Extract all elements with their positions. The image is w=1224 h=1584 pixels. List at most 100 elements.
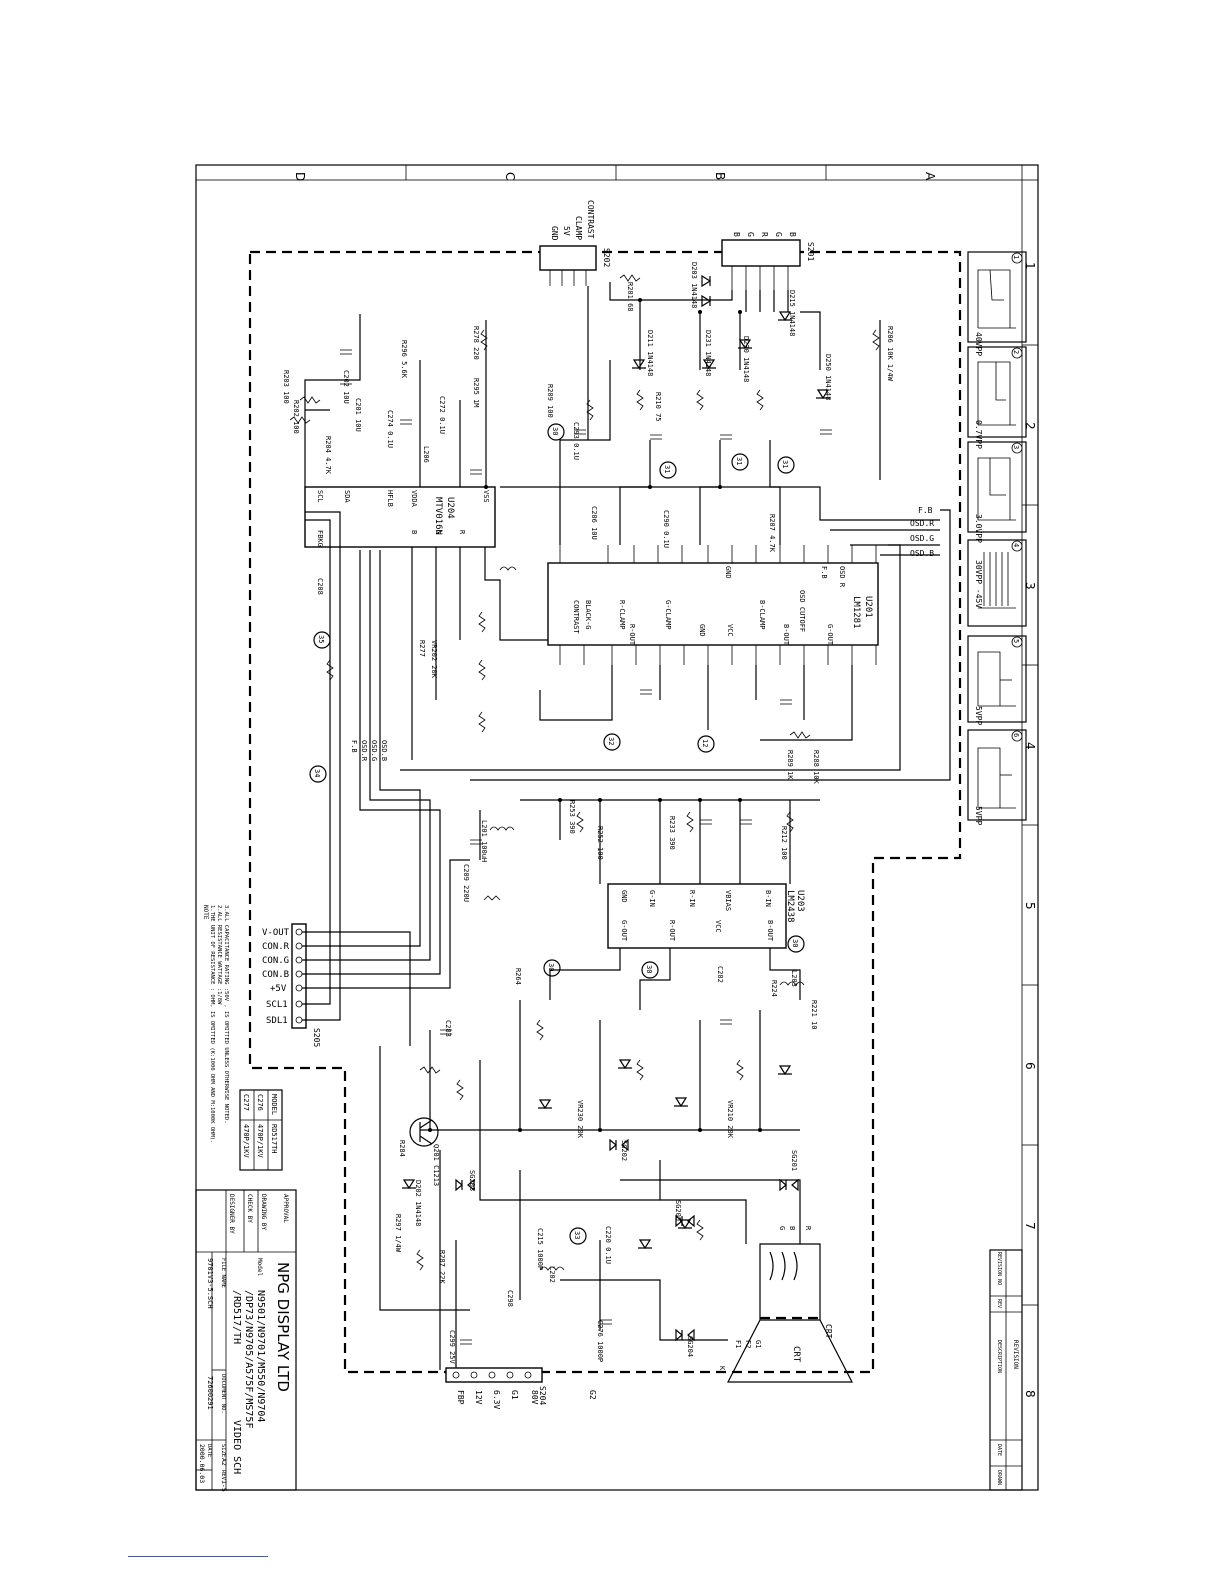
- s204-pin-80v: 80V: [530, 1390, 539, 1405]
- label-r210: R210 75: [654, 392, 662, 422]
- frame-row-8: 8: [1023, 1390, 1037, 1398]
- label-c220: C220 0.1U: [604, 1226, 612, 1264]
- u203-pin-r-in: R-IN: [688, 890, 696, 907]
- s202-pin-5v: 5V: [562, 226, 571, 236]
- frame-column-d: D: [293, 172, 307, 181]
- label-c274: C283: [444, 1020, 452, 1037]
- label-d230: D230 1N4148: [742, 336, 750, 382]
- label-r284: R287 22K: [438, 1250, 446, 1285]
- title-file-name-label: FILE NAME: [220, 1258, 226, 1288]
- u204-pin-vdda: VDDA: [410, 490, 418, 508]
- u203-ref: U203: [795, 890, 805, 912]
- transistor-q201: [409, 1117, 439, 1147]
- s204-pin-fbp: FBP: [456, 1390, 465, 1405]
- s204-pin-g1: G1: [510, 1390, 519, 1400]
- u204-pin-fbkg: FBKG: [316, 530, 324, 547]
- crt-pin-r: R: [804, 1226, 812, 1231]
- notes-title: NOTE: [202, 905, 209, 920]
- waveform-4-id: 4: [1012, 543, 1020, 547]
- s204-pin-12v: 12V: [474, 1390, 483, 1405]
- title-date: 2000.06.03: [198, 1444, 206, 1483]
- u204-pin-vss: VSS: [482, 490, 490, 503]
- label-sg203: SG203: [468, 1170, 476, 1191]
- label-c201: C201 10U: [354, 398, 362, 432]
- waveform-1-id: 1: [1012, 255, 1020, 259]
- label-d231: D231 1N4148: [704, 330, 712, 376]
- s205-pin-con-b: CON.B: [262, 970, 289, 980]
- u203-pin-b-out: B-OUT: [766, 920, 774, 942]
- u203-pin-b-in: B-IN: [764, 890, 772, 907]
- revision-header-no: REVISION NO: [996, 1252, 1002, 1285]
- u203-pin-g-out: G-OUT: [620, 920, 628, 942]
- model-table-row1-ref: C276: [256, 1094, 264, 1111]
- model-table-row2-ref: C277: [242, 1094, 250, 1111]
- u204-pin-r: R: [458, 530, 466, 535]
- net-osd-r: OSD.R: [910, 519, 934, 528]
- label-r288: R288 10K: [812, 750, 820, 785]
- label-vr210: VR210 20K: [726, 1100, 734, 1139]
- label-r296: R296 5.6K: [400, 340, 408, 379]
- label-sg202: SG202: [620, 1140, 628, 1161]
- waveform-6: 6 5VPP: [967, 729, 1027, 825]
- title-block: APPROVAL DRAWING BY CHECK BY DESIGNER BY…: [195, 1189, 297, 1492]
- probe-point-30c: 30: [543, 959, 561, 977]
- notes-block: NOTE 1.THE UNIT OF RESISTANCE : OHM, IS …: [202, 905, 229, 1143]
- title-models-line2: /DP73/N9705/A575F/MS75F: [243, 1290, 254, 1428]
- s201-pin-2: G: [774, 232, 783, 237]
- title-rev-label: REV: [220, 1470, 226, 1481]
- label-d202: D202 1N4148: [414, 1180, 422, 1226]
- waveform-panel: 1 40VPP 2 0.7VPP 3 3.0VPP 4 30VPP -45V: [967, 251, 1027, 825]
- label-c205: C206 10U: [590, 506, 598, 540]
- model-table: MODEL RD517TH C276 470P/1KV C277 470P/1K…: [239, 1089, 283, 1171]
- s201-pin-1: B: [788, 232, 797, 237]
- revision-header-drawn: DRAWN: [996, 1470, 1002, 1485]
- title-file-name: 9701V3-5.SCH: [206, 1258, 214, 1309]
- label-r224: R224: [770, 980, 778, 997]
- s201-pin-5: B: [732, 232, 741, 237]
- model-table-row2-value: 470P/1KV: [242, 1124, 250, 1159]
- label-r295: R295 1M: [472, 378, 480, 408]
- title-drawing-title: VIDEO SCH: [231, 1420, 242, 1474]
- label-l201: L201 100uH: [480, 820, 488, 862]
- u204-part: MTV016N: [433, 497, 443, 535]
- frame-column-a: A: [923, 172, 937, 181]
- label-c299: C299 25V: [448, 1330, 456, 1365]
- label-vr202: VR202 20K: [430, 640, 438, 679]
- u201-pin-g-out: G-OUT: [826, 624, 834, 646]
- frame-column-c: C: [503, 172, 517, 180]
- u204-pin-scl: SCL: [316, 490, 324, 503]
- label-q201: Q201 C1213: [432, 1144, 440, 1186]
- s205-signal-wires: [302, 511, 470, 1311]
- u203-pin-gnd: GND: [620, 890, 628, 903]
- connector-s201: S201 B G R G B: [721, 232, 815, 290]
- probe-point-12: 12: [697, 735, 715, 753]
- frame-row-4: 4: [1023, 742, 1037, 750]
- waveform-1-label: 40VPP: [974, 332, 983, 356]
- component-labels: R201 68 R206 10K 1/4W R209 100 R210 75 R…: [282, 262, 894, 1365]
- revision-title: REVISION: [1012, 1340, 1019, 1369]
- osd-net-labels: F.B OSD.R OSD.G OSD.B F.B OSD.R OSD.G OS…: [350, 506, 934, 762]
- label-c276: C276 1000P: [596, 1320, 604, 1362]
- frame-row-5: 5: [1023, 902, 1037, 910]
- model-table-header-model: MODEL: [270, 1094, 278, 1115]
- label-c204: C290 0.1U: [662, 510, 670, 548]
- u201-pin-gnd-2: GND: [698, 624, 706, 637]
- frame-row-6: 6: [1023, 1062, 1037, 1070]
- model-table-row1-value: 470P/1KV: [256, 1124, 264, 1159]
- connector-s204: S204 80V G2 G1 6.3V 12V FBP: [445, 1367, 597, 1409]
- u203-pin-g-in: G-IN: [648, 890, 656, 907]
- connector-s202: S202 CONTRAST CLAMP 5V GND: [539, 200, 611, 286]
- probe-label-12: 12: [701, 739, 709, 747]
- u203-pin-vbias: VBIAS: [724, 890, 732, 911]
- revision-block: REVISION REVISION NO REV DESCRIPTION DAT…: [989, 1249, 1023, 1491]
- u201-pin-fb: F.B: [820, 566, 828, 579]
- s204-pin-g2: G2: [588, 1390, 597, 1400]
- crt-pin-f2: F2: [744, 1340, 752, 1348]
- label-r202: R202 100: [292, 400, 300, 434]
- s205-pin-scl1: SCL1: [266, 1000, 288, 1010]
- junction-dots: [428, 298, 762, 1132]
- revision-header-date: DATE: [996, 1444, 1002, 1456]
- u201-pin-b-out: B-OUT: [782, 624, 790, 646]
- title-document-no-label: DOCUMENT NO.: [220, 1374, 226, 1414]
- u201-pin-black-g: BLACK-G: [584, 600, 592, 630]
